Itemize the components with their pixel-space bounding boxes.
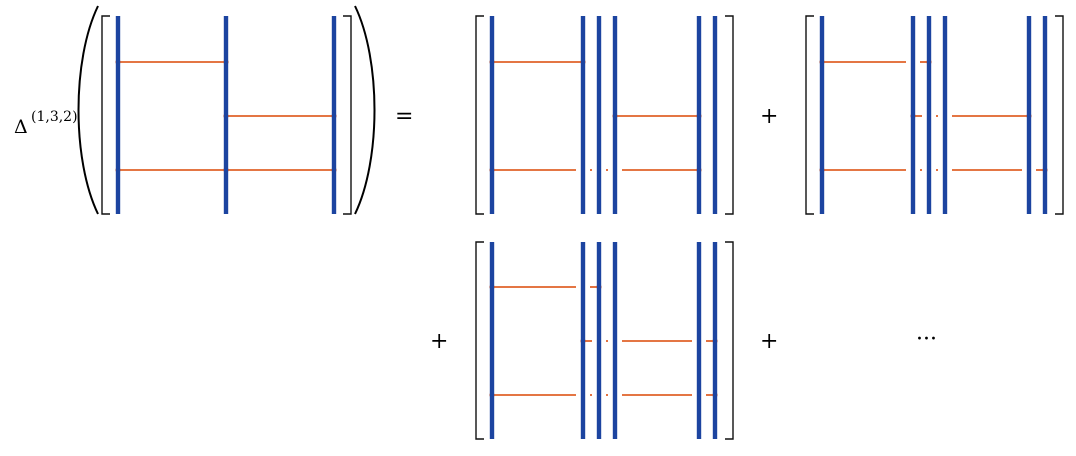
equals-sign: = (395, 104, 413, 129)
right-bracket (725, 15, 734, 215)
delta-superscript: (1,3,2) (31, 109, 78, 125)
left-bracket (475, 241, 484, 440)
plus-sign-3: + (760, 329, 778, 354)
term-1-chord-diagram (475, 15, 734, 215)
left-parenthesis (77, 5, 99, 215)
left-bracket (101, 15, 110, 215)
ellipsis: ··· (916, 327, 937, 352)
right-bracket (343, 15, 352, 215)
plus-sign-1: + (760, 104, 778, 129)
right-bracket (1055, 15, 1064, 215)
input-chord-diagram (101, 15, 352, 215)
operator-label: Δ (1,3,2) (14, 109, 78, 138)
left-bracket (805, 15, 814, 215)
term-3-chord-diagram (475, 241, 734, 440)
right-paren-curve (354, 5, 376, 215)
right-parenthesis (354, 5, 376, 215)
delta-symbol: Δ (14, 116, 28, 138)
right-bracket (725, 241, 734, 440)
term-2-chord-diagram (805, 15, 1064, 215)
left-paren-curve (77, 5, 99, 215)
plus-sign-2: + (430, 329, 448, 354)
left-bracket (475, 15, 484, 215)
